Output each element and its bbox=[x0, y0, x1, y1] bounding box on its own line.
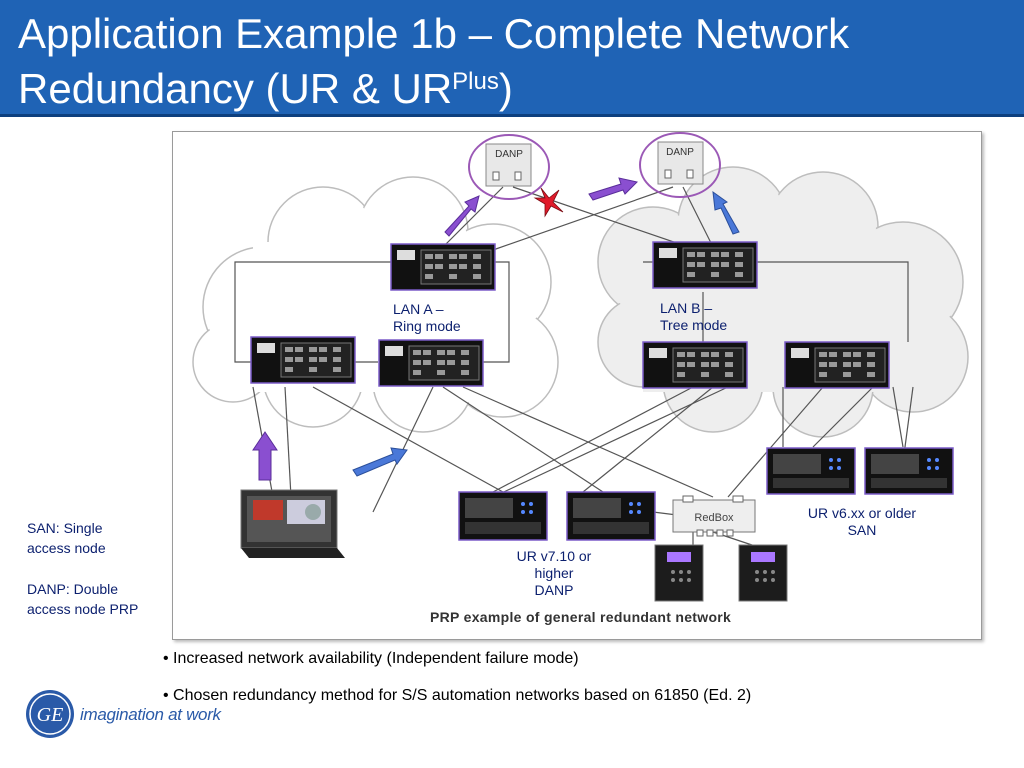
network-diagram-graphic: DANP DANP bbox=[192, 132, 969, 602]
ur-old-label-line1: UR v6.xx or older bbox=[807, 505, 917, 521]
title-close: ) bbox=[498, 65, 513, 112]
title-bar: Application Example 1b – Complete Networ… bbox=[0, 0, 1024, 117]
san-relay-1 bbox=[766, 447, 856, 495]
bullet-2: • Chosen redundancy method for S/S autom… bbox=[163, 687, 752, 704]
danp-right-label: DANP bbox=[666, 147, 694, 158]
slide-title: Application Example 1b – Complete Networ… bbox=[18, 10, 849, 113]
danp-relay-2 bbox=[566, 491, 656, 541]
ur-old-label: UR v6.xx or older SAN bbox=[787, 505, 937, 539]
title-superscript: Plus bbox=[452, 68, 499, 95]
switch-lan-b-right bbox=[784, 341, 890, 389]
san-legend-line2: access node bbox=[27, 540, 106, 556]
link-failure-icon bbox=[533, 187, 564, 218]
danp-left-node: DANP bbox=[468, 134, 550, 200]
ur-new-label-line3: DANP bbox=[534, 582, 574, 598]
lan-a-label: LAN A – Ring mode bbox=[393, 301, 461, 335]
switch-lan-b-left bbox=[642, 341, 748, 389]
lan-a-label-line2: Ring mode bbox=[393, 318, 461, 334]
arrow-to-danp-right bbox=[588, 177, 638, 201]
lan-b-label-line2: Tree mode bbox=[660, 317, 728, 333]
danp-legend-line1: DANP: Double bbox=[27, 581, 119, 597]
ge-logo-icon: GE bbox=[26, 690, 74, 738]
switch-lan-a-top bbox=[390, 243, 496, 291]
title-bar-rule bbox=[0, 114, 1024, 117]
danp-relay-1 bbox=[458, 491, 548, 541]
tagline: imagination at work bbox=[80, 705, 221, 724]
switch-lan-a-left bbox=[250, 336, 356, 384]
diagram-caption: PRP example of general redundant network bbox=[430, 609, 732, 625]
san-legend-line1: SAN: Single bbox=[27, 520, 103, 536]
switch-lan-b-top bbox=[652, 241, 758, 289]
san-relay-2 bbox=[864, 447, 954, 495]
danp-left-label: DANP bbox=[495, 149, 523, 160]
title-line-2-text: Redundancy (UR & UR bbox=[18, 65, 453, 112]
arrow-up-left bbox=[252, 431, 278, 481]
small-ied-2 bbox=[738, 544, 788, 602]
arrow-up-danp-right bbox=[712, 190, 740, 235]
ur-old-label-line2: SAN bbox=[847, 522, 877, 538]
lan-b-label: LAN B – Tree mode bbox=[660, 300, 727, 334]
small-ied-1 bbox=[654, 544, 704, 602]
title-line-2: Redundancy (UR & URPlus) bbox=[18, 58, 849, 113]
danp-legend-line2: access node PRP bbox=[27, 601, 139, 617]
redbox-node: RedBox bbox=[672, 495, 756, 537]
lan-b-label-line1: LAN B – bbox=[660, 300, 713, 316]
network-links bbox=[234, 186, 914, 548]
san-relay-left bbox=[240, 489, 345, 558]
ge-logo-text: GE bbox=[37, 704, 64, 726]
danp-legend: DANP: Double access node PRP bbox=[27, 579, 138, 619]
lan-a-label-line1: LAN A – bbox=[393, 301, 444, 317]
arrow-diag-to-danp-left bbox=[444, 195, 480, 237]
san-legend: SAN: Single access node bbox=[27, 518, 106, 558]
switch-lan-a-right bbox=[378, 339, 484, 387]
ur-new-label-line2: higher bbox=[534, 565, 574, 581]
redbox-label: RedBox bbox=[694, 512, 734, 524]
network-diagram: DANP DANP bbox=[172, 131, 982, 640]
ur-new-label-line1: UR v7.10 or bbox=[516, 548, 592, 564]
bullet-1: • Increased network availability (Indepe… bbox=[163, 650, 579, 667]
danp-right-node: DANP bbox=[639, 132, 721, 198]
title-line-1: Application Example 1b – Complete Networ… bbox=[18, 10, 850, 57]
arrow-diag-lower bbox=[352, 447, 408, 477]
ur-new-label: UR v7.10 or higher DANP bbox=[499, 548, 609, 599]
